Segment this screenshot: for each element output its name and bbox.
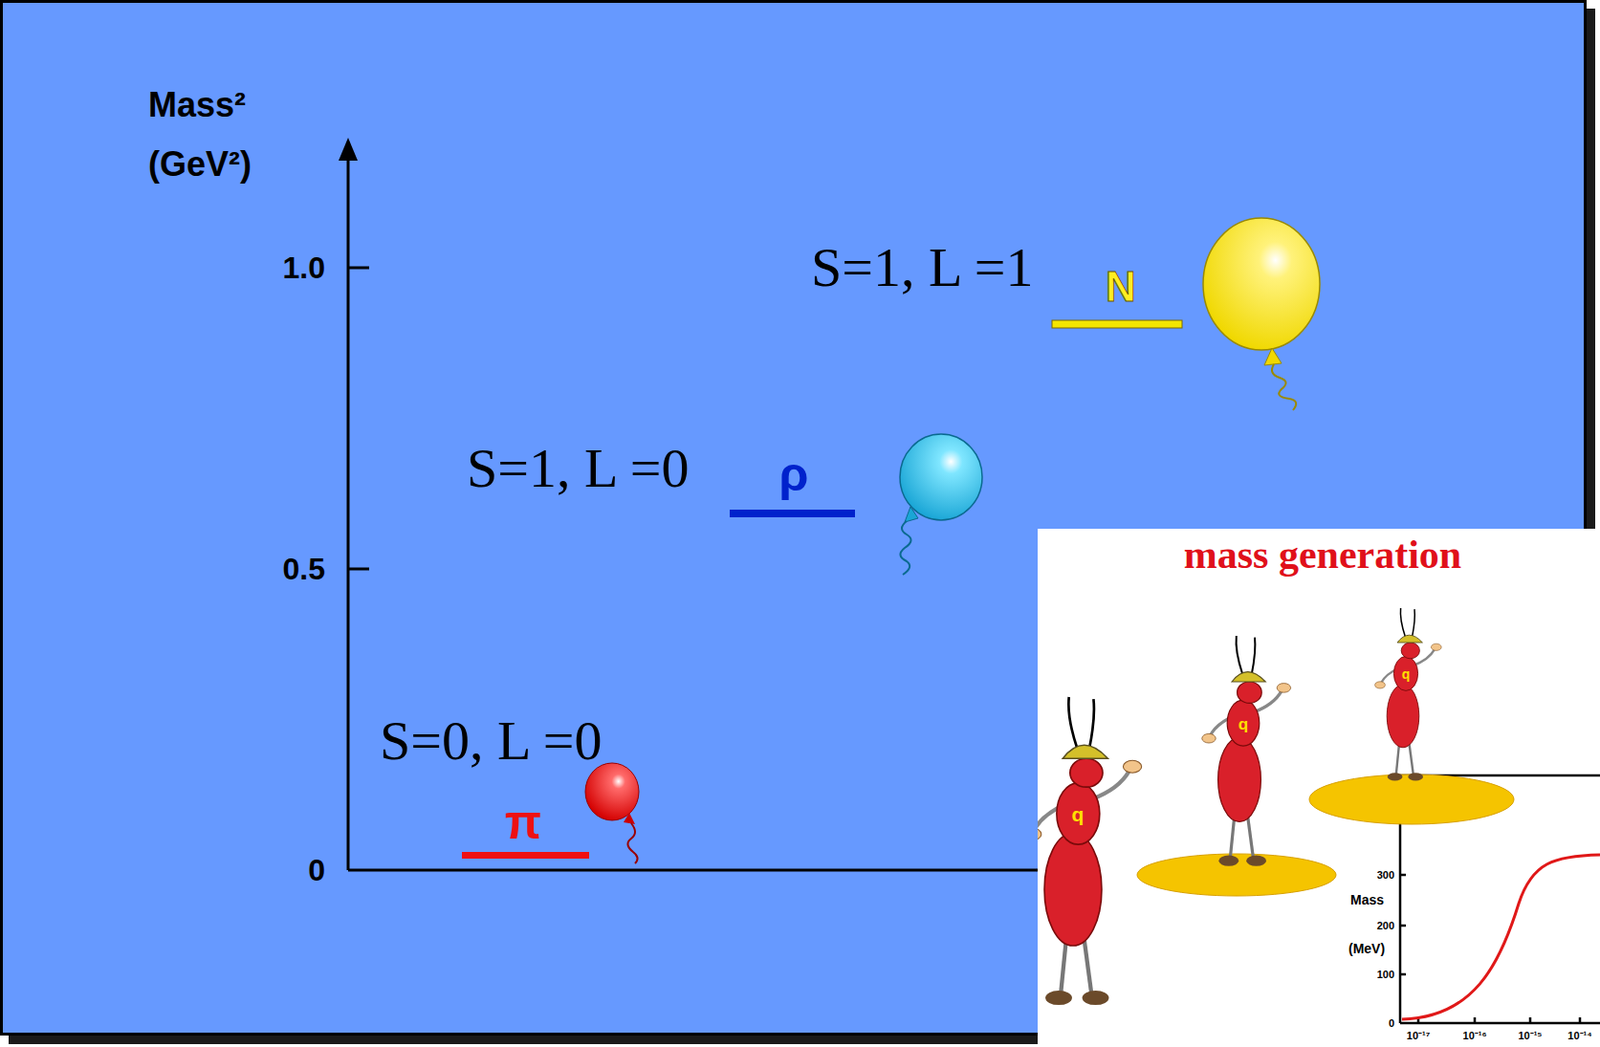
axis-arrowhead	[338, 137, 358, 161]
mass-curve	[1402, 854, 1600, 1020]
balloon-string	[1271, 364, 1296, 411]
pion-level	[461, 852, 590, 859]
x-axis	[348, 869, 1043, 873]
balloon	[1203, 218, 1320, 351]
nucleon-level	[1052, 320, 1183, 329]
tick	[348, 568, 370, 571]
tick	[1473, 1017, 1477, 1024]
particle-name: N	[1105, 265, 1137, 308]
puddle	[1309, 774, 1514, 825]
tick-label: 0	[307, 854, 326, 886]
graph-axis	[1400, 1022, 1600, 1026]
axis-title: Mass²	[148, 87, 246, 123]
balloon-string	[627, 823, 637, 864]
tick	[1400, 874, 1406, 877]
mass-axis	[338, 137, 1043, 871]
particle-name: ρ	[779, 450, 810, 499]
graph-tick-label: 10⁻¹⁶	[1463, 1030, 1488, 1042]
quantum-numbers: S=1, L =0	[466, 440, 689, 497]
graph-tick-label: 100	[1377, 969, 1395, 981]
quark-letter: q	[1072, 804, 1085, 825]
graph-tick-label: 10⁻¹⁷	[1406, 1030, 1430, 1042]
quark-ant	[1202, 635, 1292, 867]
quark-letter: q	[1238, 716, 1249, 733]
tick	[1400, 973, 1406, 977]
balloon	[585, 763, 639, 821]
tick-label: 0.5	[283, 553, 326, 585]
tick	[1578, 1017, 1582, 1024]
quantum-numbers: S=0, L =0	[379, 713, 602, 769]
quark-ant	[1375, 608, 1443, 782]
panel-title: mass generation	[1037, 528, 1600, 577]
y-axis	[347, 154, 351, 871]
graph-tick-label: 10⁻¹⁴	[1567, 1030, 1592, 1042]
graph-axis-unit: (MeV)	[1348, 942, 1385, 956]
graph-tick-label: 200	[1377, 920, 1395, 932]
quark-ant	[1037, 697, 1142, 1006]
balloon-knot	[623, 812, 636, 825]
cyan-balloon	[899, 434, 983, 575]
red-balloon	[585, 763, 639, 864]
quantum-numbers: S=1, L =1	[810, 240, 1033, 296]
balloon	[899, 434, 983, 521]
balloon-knot	[904, 506, 919, 523]
quark-letter: q	[1402, 667, 1411, 681]
tick	[1400, 924, 1406, 928]
graph-tick-label: 300	[1377, 870, 1395, 881]
tick	[348, 266, 370, 270]
balloon-string	[899, 521, 911, 575]
tick	[1529, 1017, 1533, 1024]
graph-axis-title: Mass	[1350, 893, 1384, 907]
graph-tick-label: 0	[1388, 1018, 1395, 1030]
inset-illustration	[1037, 528, 1600, 1047]
inset-panel: mass generation	[1037, 528, 1600, 1047]
graph-tick-label: 10⁻¹⁵	[1517, 1030, 1542, 1042]
tick-label: 1.0	[283, 252, 326, 284]
yellow-balloon	[1203, 218, 1320, 411]
axis-unit: (GeV²)	[148, 147, 252, 182]
rho-level	[729, 509, 855, 518]
particle-name: π	[504, 798, 542, 847]
balloon-knot	[1264, 348, 1282, 366]
